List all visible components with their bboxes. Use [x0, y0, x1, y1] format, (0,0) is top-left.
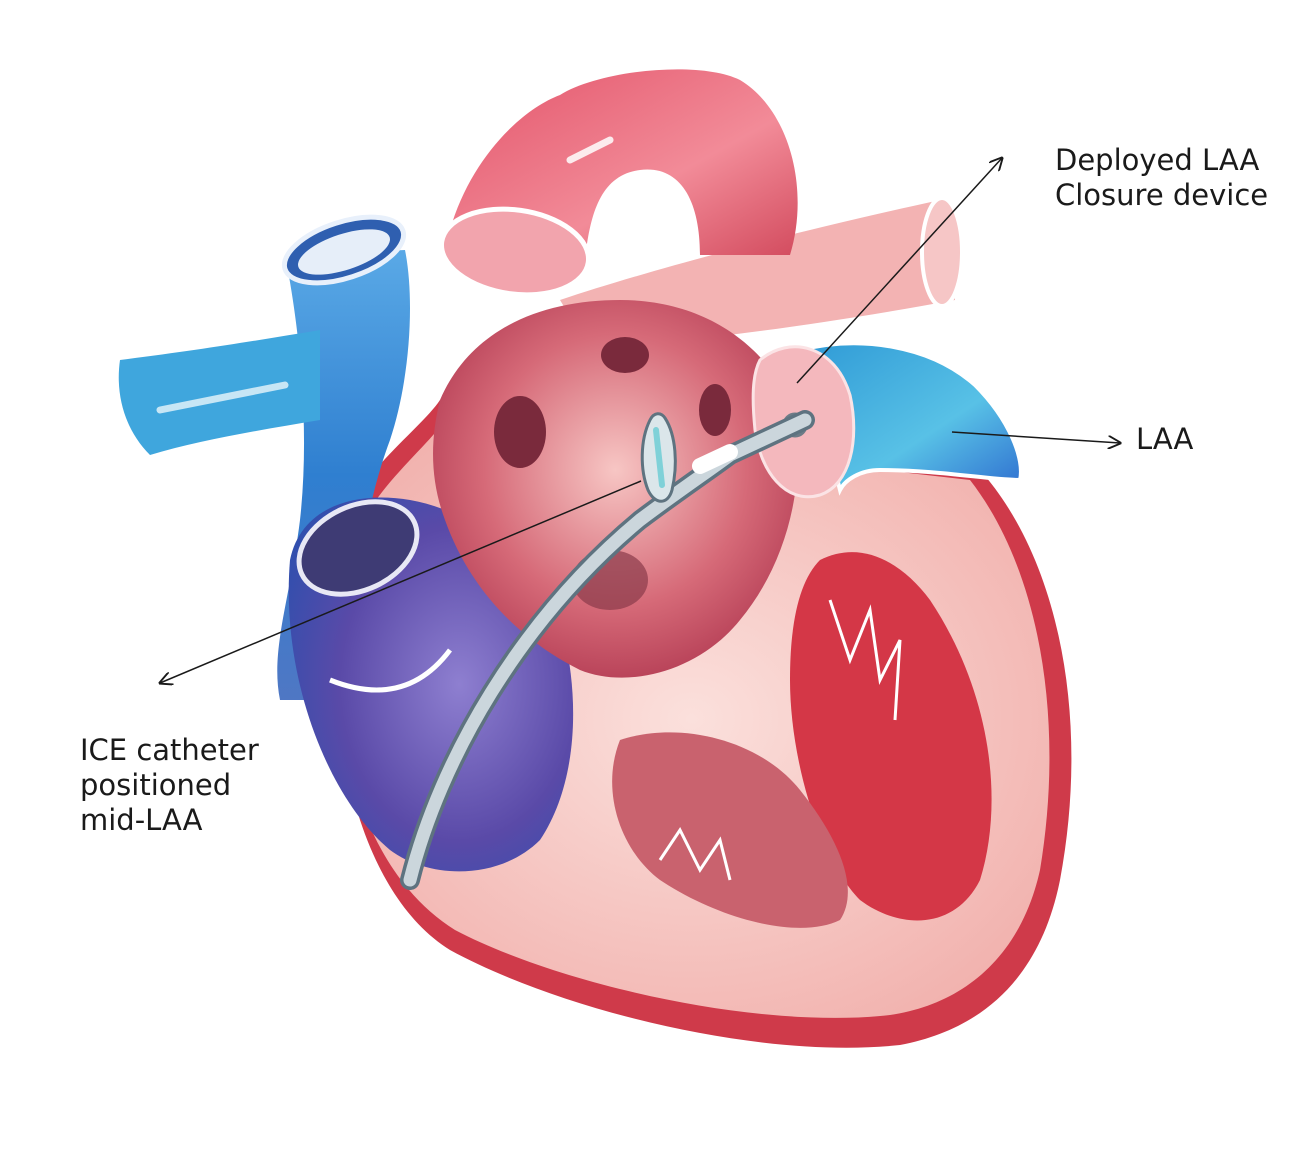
device-label-line-2: Closure device	[1055, 178, 1269, 212]
device-label-line-1: Deployed LAA	[1055, 143, 1260, 177]
laa-leader-line	[951, 431, 1120, 443]
side-vein	[118, 330, 320, 455]
ice-label-line-3: mid-LAA	[80, 803, 203, 837]
ice-label-line-1: ICE catheter	[80, 733, 259, 767]
left-ventricle	[790, 552, 992, 921]
aorta-opening	[438, 206, 592, 298]
laa-label: LAA	[1136, 422, 1194, 456]
device-leader-line	[796, 158, 1002, 384]
device-label: Deployed LAA Closure device	[1055, 143, 1268, 213]
ice-leader-line	[160, 480, 642, 683]
right-ventricle	[612, 732, 848, 928]
ice-label-line-2: positioned	[80, 768, 232, 802]
ice-label: ICE catheter positioned mid-LAA	[80, 733, 259, 838]
